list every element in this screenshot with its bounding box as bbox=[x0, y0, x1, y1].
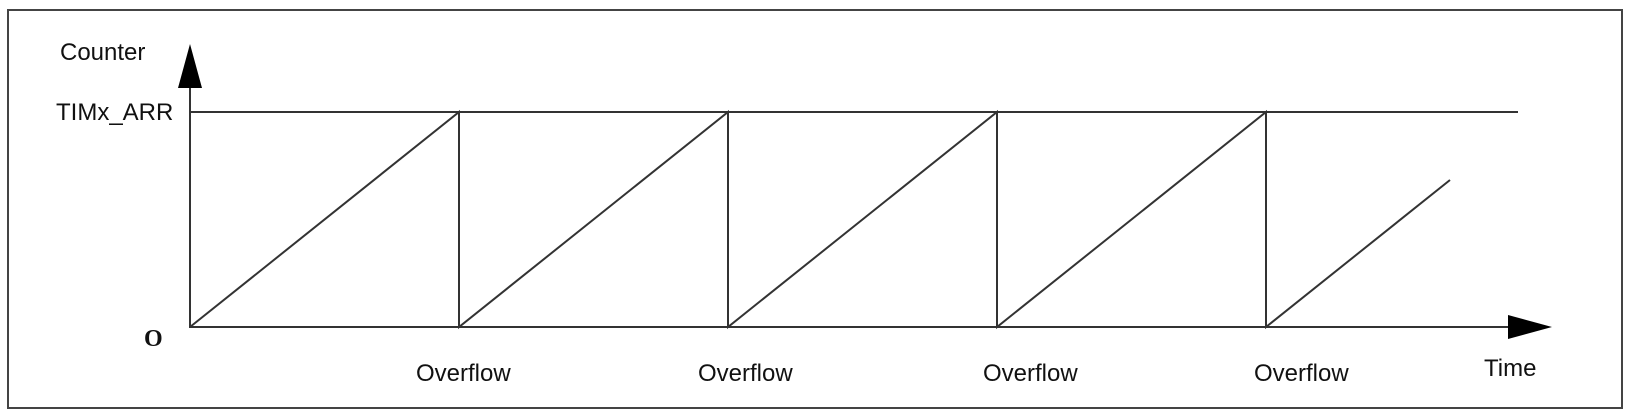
arr-label: TIMx_ARR bbox=[56, 99, 173, 126]
y-axis-label: Counter bbox=[60, 39, 145, 66]
x-axis-label: Time bbox=[1484, 355, 1536, 382]
y-axis-arrowhead bbox=[178, 44, 202, 88]
origin-label: O bbox=[144, 326, 163, 352]
overflow-label-2: Overflow bbox=[698, 360, 793, 387]
x-axis-arrowhead bbox=[1508, 315, 1552, 339]
overflow-label-4: Overflow bbox=[1254, 360, 1349, 387]
diagram-frame bbox=[7, 9, 1623, 409]
overflow-label-1: Overflow bbox=[416, 360, 511, 387]
counter-sawtooth bbox=[189, 109, 1451, 330]
overflow-label-3: Overflow bbox=[983, 360, 1078, 387]
